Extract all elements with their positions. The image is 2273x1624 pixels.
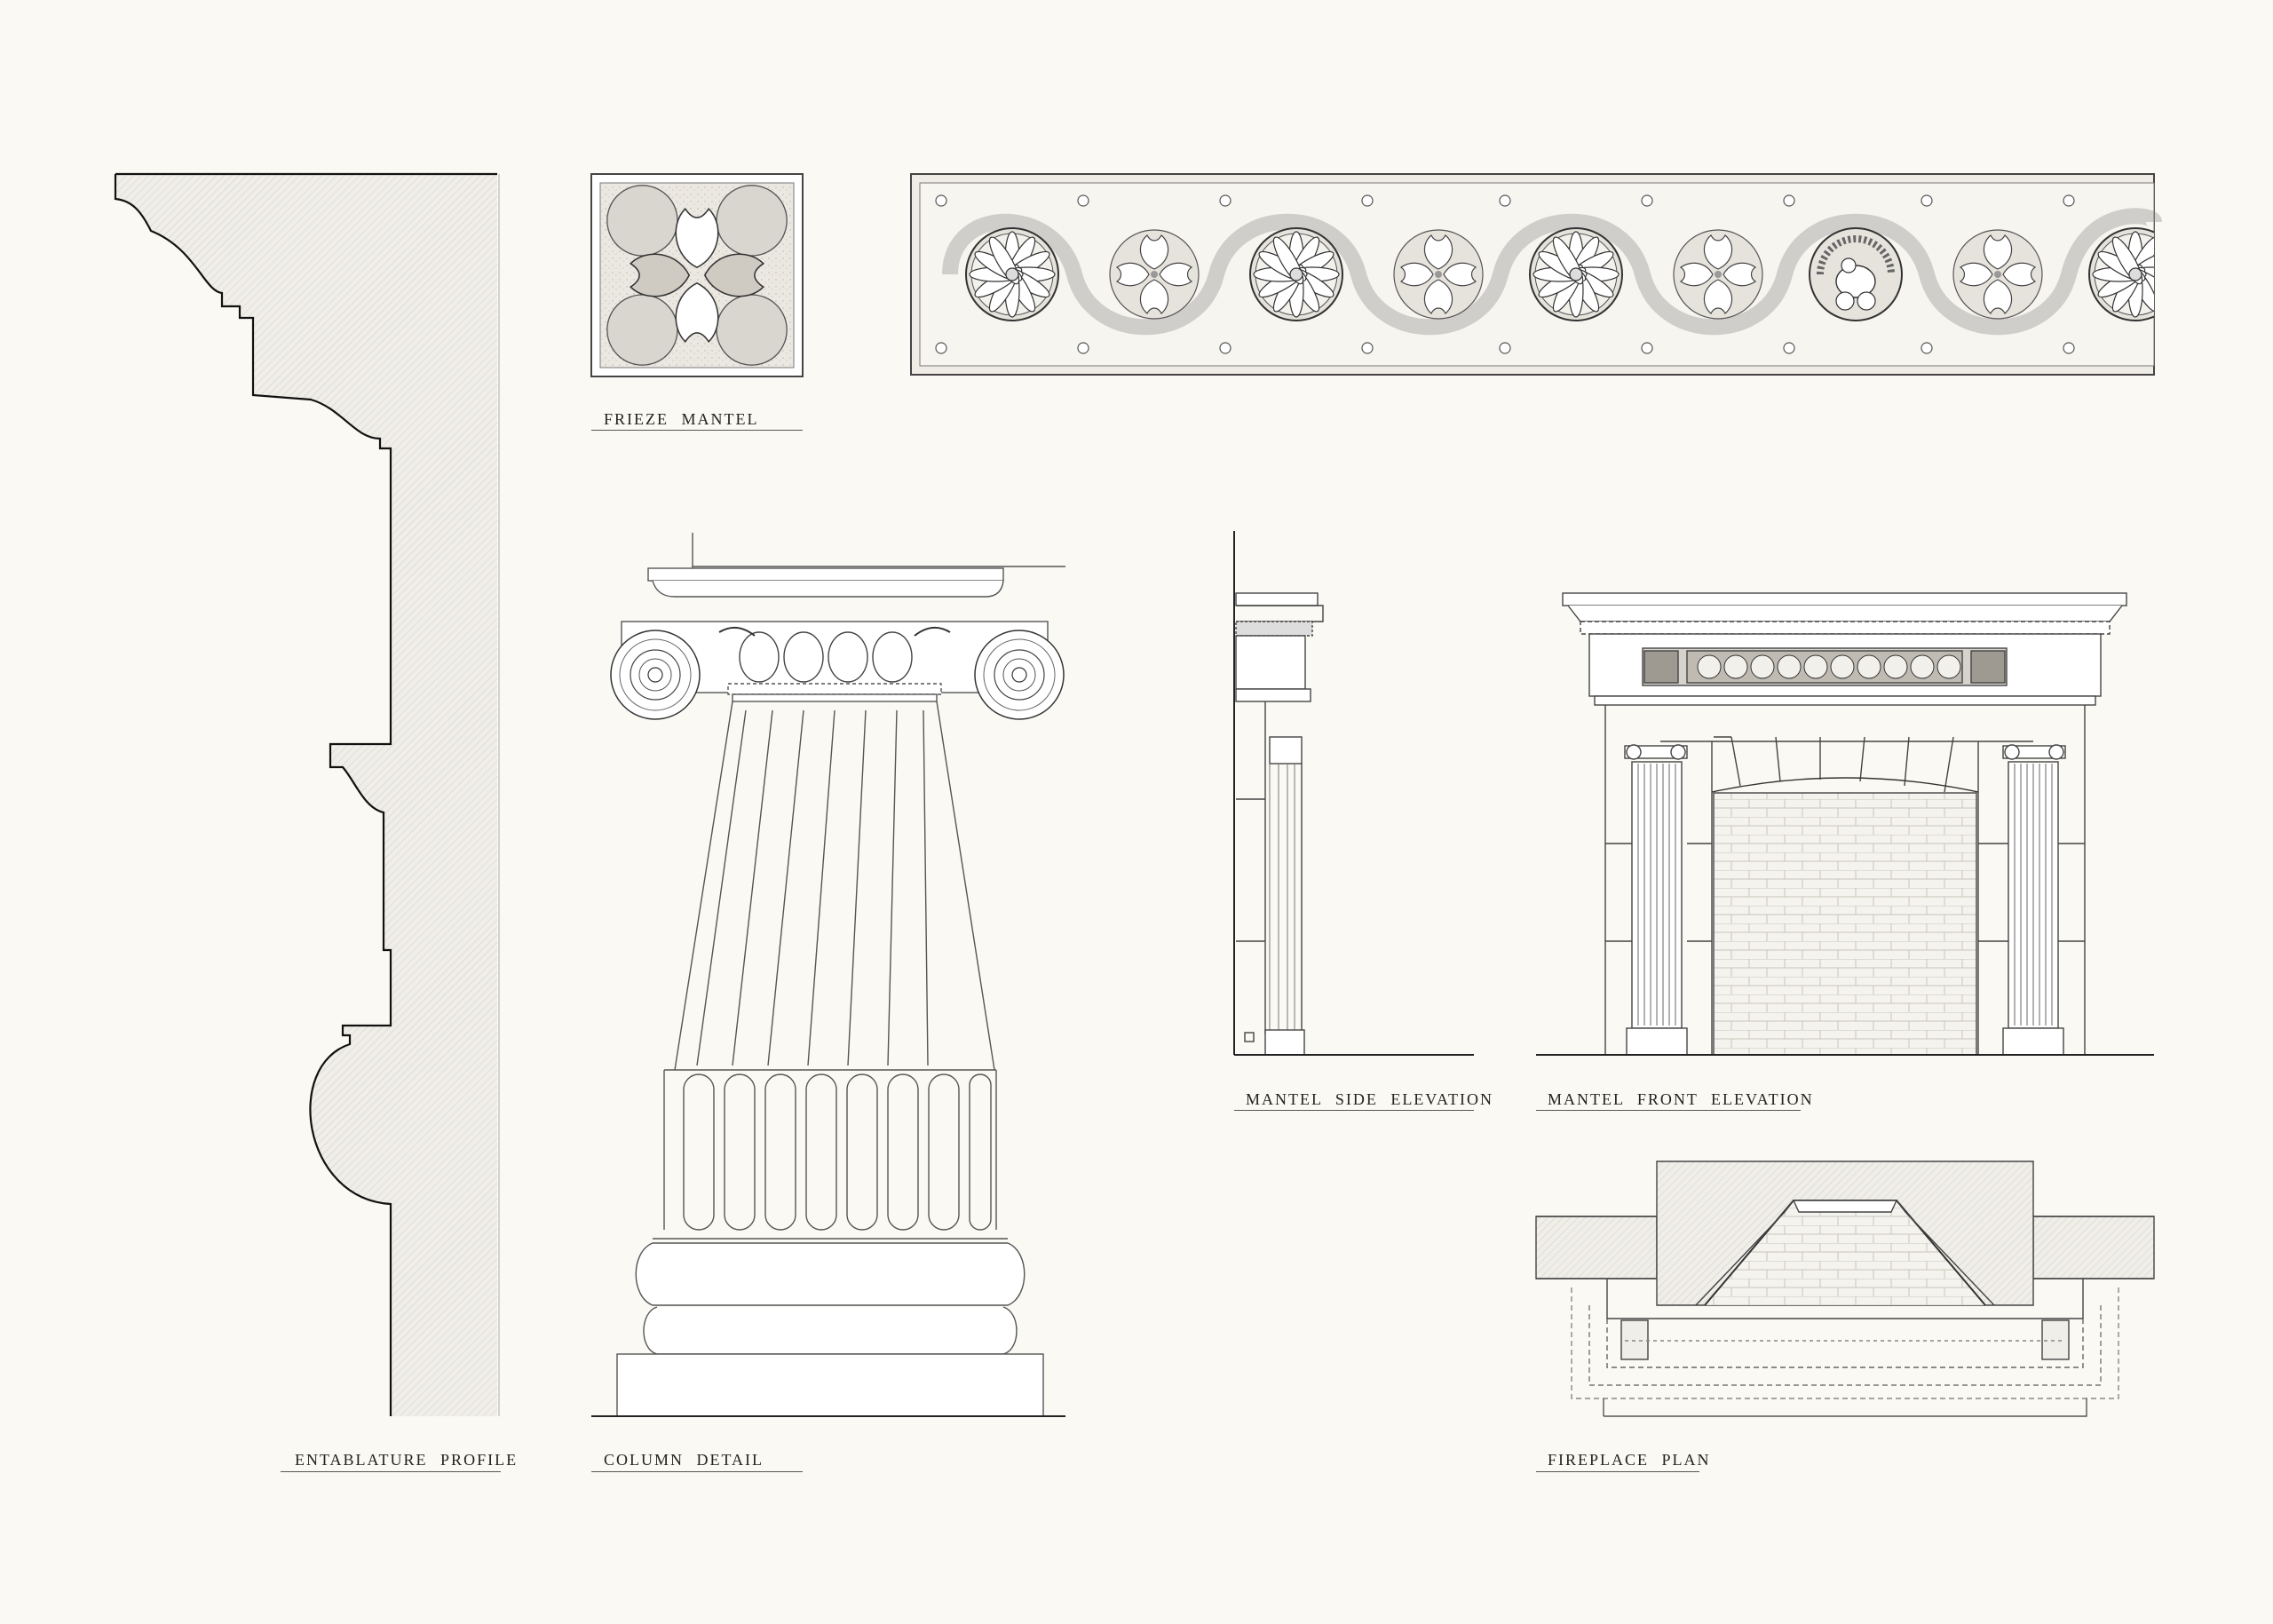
mantel-side-elevation	[1233, 531, 1474, 1056]
caption-fireplace-plan: FIREPLACE PLAN	[1548, 1451, 1711, 1469]
leaf-cross-icon	[606, 185, 788, 366]
caption-underline	[1536, 1110, 1801, 1111]
caption-underline	[1234, 1110, 1474, 1111]
caption-underline	[591, 430, 803, 431]
turkey-icon	[1809, 227, 1903, 321]
entablature-profile	[114, 172, 500, 1416]
caption-underline	[1536, 1471, 1699, 1472]
fireplace-plan	[1535, 1161, 2155, 1417]
frieze-band	[910, 173, 2162, 376]
ionic-volute-icon	[610, 630, 701, 720]
caption-column-detail: COLUMN DETAIL	[604, 1451, 764, 1469]
caption-underline	[591, 1471, 803, 1472]
frieze-tile	[590, 173, 804, 377]
caption-entablature-profile: ENTABLATURE PROFILE	[295, 1451, 519, 1469]
rosette-icon	[1529, 227, 1623, 321]
rosette-icon	[965, 227, 1059, 321]
rosette-icon	[1249, 227, 1343, 321]
leaf-cross-icon	[1952, 229, 2043, 320]
leaf-cross-icon	[1393, 229, 1484, 320]
leaf-cross-icon	[1673, 229, 1763, 320]
caption-frieze-mantel: FRIEZE MANTEL	[604, 410, 759, 428]
mantel-front-elevation	[1536, 592, 2154, 1056]
caption-mantel-front-elevation: MANTEL FRONT ELEVATION	[1548, 1090, 1814, 1108]
ionic-volute-icon	[974, 630, 1065, 720]
rosette-icon	[2088, 227, 2154, 321]
caption-underline	[281, 1471, 501, 1472]
caption-mantel-side-elevation: MANTEL SIDE ELEVATION	[1246, 1090, 1493, 1108]
column-detail	[591, 533, 1065, 1417]
leaf-cross-icon	[1109, 229, 1200, 320]
